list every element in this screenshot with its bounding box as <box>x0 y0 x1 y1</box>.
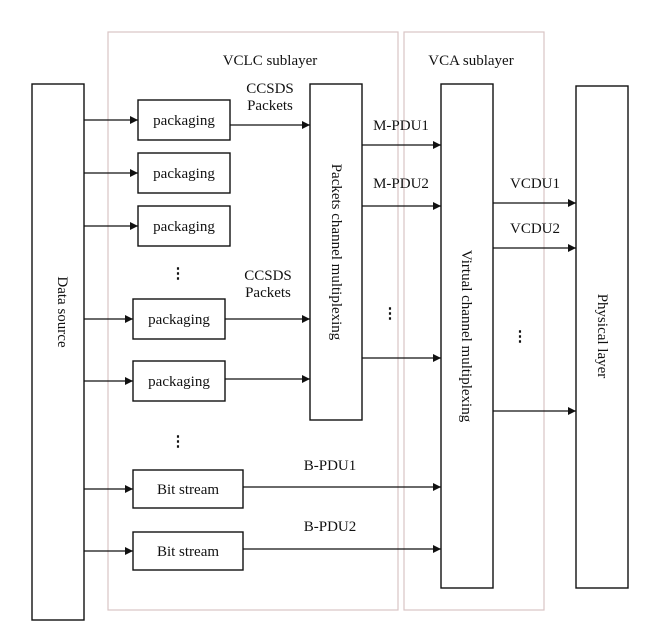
physical-layer-block: Physical layer <box>575 85 629 589</box>
mpdu1-label: M-PDU1 <box>373 118 429 134</box>
vca-sublayer-label: VCA sublayer <box>428 53 513 69</box>
packaging-box: packaging <box>132 298 226 340</box>
bit-stream-label: Bit stream <box>157 544 219 560</box>
ellipsis-bit-stream: ⋮ <box>171 434 186 450</box>
packets-channel-multiplexing-block: Packets channel multiplexing <box>309 83 363 421</box>
packaging-box: packaging <box>137 99 231 141</box>
packaging-label: packaging <box>153 219 215 235</box>
bit-stream-box: Bit stream <box>132 531 244 571</box>
vclc-sublayer-region: VCLC sublayer <box>107 31 399 611</box>
bit-stream-label: Bit stream <box>157 482 219 498</box>
bit-stream-box: Bit stream <box>132 469 244 509</box>
ellipsis-vcdu: ⋮ <box>513 329 528 345</box>
virtual-channel-multiplexing-label: Virtual channel multiplexing <box>458 250 474 423</box>
ellipsis-packaging: ⋮ <box>171 266 186 282</box>
packaging-box: packaging <box>137 152 231 194</box>
packaging-box: packaging <box>132 360 226 402</box>
vcdu1-label: VCDU1 <box>510 176 560 192</box>
bpdu2-label: B-PDU2 <box>304 519 357 535</box>
physical-layer-label: Physical layer <box>594 294 610 379</box>
packaging-label: packaging <box>153 166 215 182</box>
vca-sublayer-region: VCA sublayer <box>403 31 545 611</box>
ccsds-packets-label-bottom: CCSDS <box>244 268 292 284</box>
packaging-label: packaging <box>153 113 215 129</box>
ccsds-packets-label-top: CCSDS <box>246 81 294 97</box>
ellipsis-mpdu: ⋮ <box>383 306 398 322</box>
data-source-block: Data source <box>31 83 85 621</box>
ccsds-packets-label-top: Packets <box>247 98 293 114</box>
packaging-label: packaging <box>148 312 210 328</box>
mpdu2-label: M-PDU2 <box>373 176 429 192</box>
vclc-sublayer-label: VCLC sublayer <box>223 53 318 69</box>
bpdu1-label: B-PDU1 <box>304 458 357 474</box>
packets-channel-multiplexing-label: Packets channel multiplexing <box>328 164 344 341</box>
data-source-label: Data source <box>54 276 70 348</box>
packaging-box: packaging <box>137 205 231 247</box>
vcdu2-label: VCDU2 <box>510 221 560 237</box>
virtual-channel-multiplexing-block: Virtual channel multiplexing <box>440 83 494 589</box>
packaging-label: packaging <box>148 374 210 390</box>
ccsds-packets-label-bottom: Packets <box>245 285 291 301</box>
